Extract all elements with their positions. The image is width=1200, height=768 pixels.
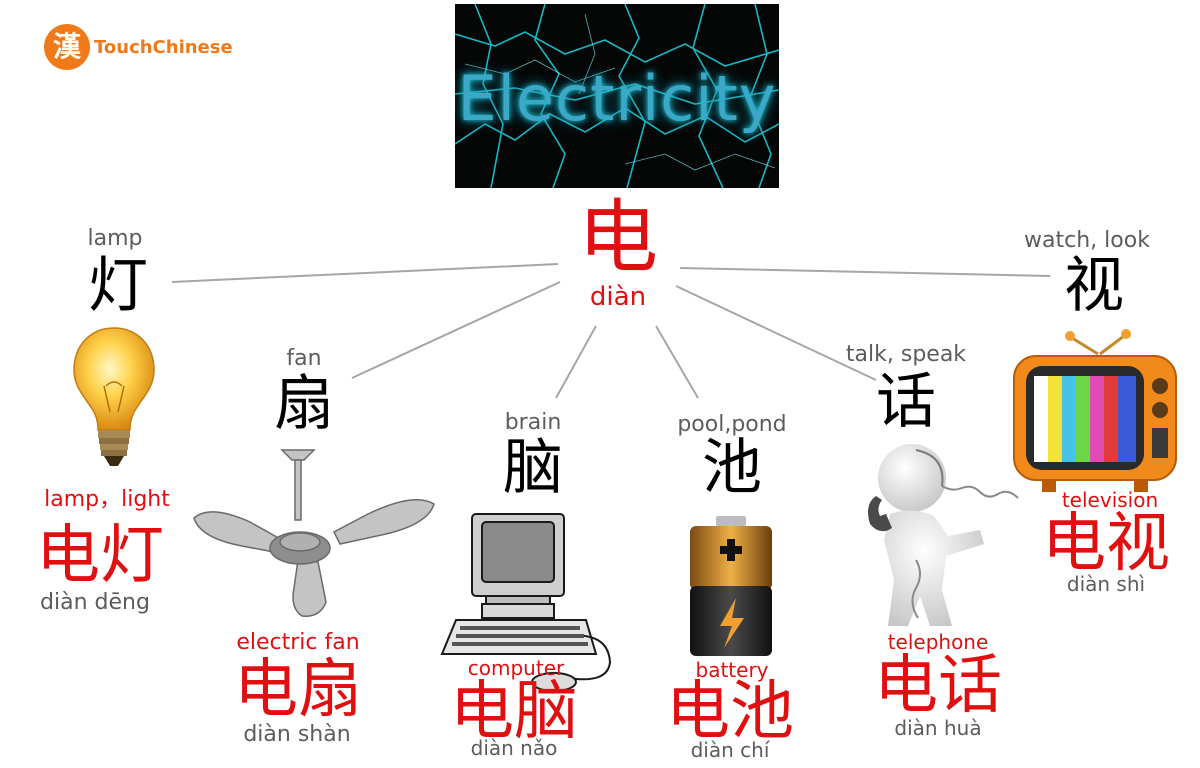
- connector-fan: [351, 281, 561, 379]
- item-fan-compound-pinyin: diàn shàn: [243, 722, 351, 747]
- connector-brain: [555, 325, 597, 399]
- item-brain-compound-english: computer: [467, 656, 565, 680]
- item-talk-compound-english: telephone: [887, 630, 989, 654]
- telephone-figure-icon: [868, 444, 1019, 626]
- logo-mark-glyph: 漢: [52, 30, 81, 63]
- item-lamp-compound: 电灯: [36, 519, 164, 593]
- item-brain-compound: 电脑: [450, 675, 578, 749]
- light-bulb-icon: [73, 327, 155, 466]
- item-look-hanzi: 视: [1064, 251, 1124, 321]
- item-fan-compound: 电扇: [234, 653, 362, 727]
- item-talk-hanzi: 话: [876, 367, 936, 437]
- item-talk-compound: 电话: [874, 649, 1002, 723]
- item-brain-hanzi: 脑: [503, 433, 563, 503]
- logo-mark: 漢: [44, 24, 90, 70]
- item-pond-hanzi: 池: [702, 433, 762, 503]
- center-pinyin: diàn: [589, 282, 647, 312]
- electricity-banner: Electricity: [455, 4, 779, 188]
- television-icon: [1013, 329, 1177, 492]
- item-pond-compound-pinyin: diàn chí: [690, 738, 770, 762]
- battery-icon: [690, 516, 772, 656]
- connector-talk: [675, 285, 877, 381]
- lightning-texture: [455, 4, 779, 188]
- connector-pond: [655, 325, 699, 399]
- item-pond-compound-english: battery: [695, 658, 769, 682]
- item-brain-english: brain: [504, 410, 562, 435]
- item-look-compound-pinyin: diàn shì: [1066, 572, 1146, 596]
- item-lamp-compound-english: lamp，light: [44, 487, 170, 512]
- logo-text: TouchChinese: [94, 37, 233, 58]
- item-fan-hanzi: 扇: [274, 369, 334, 439]
- computer-icon: [440, 513, 612, 692]
- item-fan-english: fan: [286, 346, 322, 371]
- item-look-compound: 电视: [1042, 507, 1170, 581]
- item-look-compound-english: television: [1061, 488, 1159, 512]
- item-pond-english: pool,pond: [677, 412, 787, 437]
- item-look-english: watch, look: [1024, 228, 1150, 253]
- item-lamp-hanzi: 灯: [88, 251, 148, 321]
- item-lamp-compound-pinyin: diàn dēng: [40, 590, 150, 615]
- connector-lamp: [171, 263, 559, 283]
- item-talk-english: talk, speak: [845, 342, 967, 367]
- ceiling-fan-icon: [193, 449, 435, 617]
- banner-title: Electricity: [457, 62, 777, 135]
- item-pond-compound: 电池: [666, 675, 794, 749]
- item-talk-compound-pinyin: diàn huà: [894, 716, 982, 740]
- item-fan-compound-english: electric fan: [236, 630, 360, 655]
- center-hanzi: 电: [578, 191, 658, 284]
- item-lamp-english: lamp: [87, 226, 143, 251]
- item-brain-compound-pinyin: diàn nǎo: [470, 736, 558, 760]
- connector-look: [679, 267, 1051, 277]
